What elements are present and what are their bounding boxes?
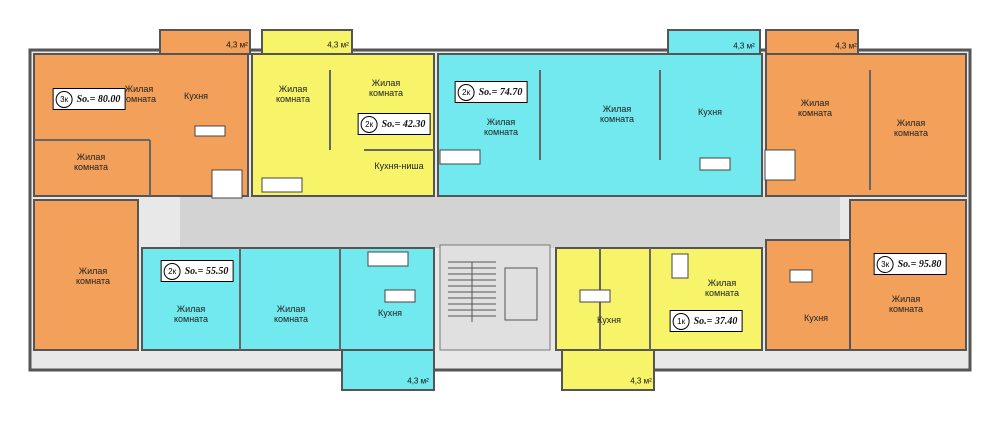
room-label-kitchen-niche: Кухня-ниша [374, 161, 424, 171]
apartment-area: So.= 37.40 [693, 315, 738, 327]
apartment-badge-1k-37: 1к So.= 37.40 [669, 310, 743, 332]
room-label-kitchen: Кухня [377, 308, 403, 318]
corridor [180, 196, 840, 248]
room-label-living: Жилая комната [483, 117, 519, 137]
room-label-living: Жилая комната [704, 278, 740, 298]
fixtures [194, 125, 813, 303]
room-label-living: Жилая комната [368, 78, 404, 98]
room-count-icon: 2к [360, 115, 378, 133]
apartment-badge-3k-95: 3к So.= 95.80 [873, 253, 947, 275]
room-label-kitchen: Кухня [596, 315, 622, 325]
room-label-living: Жилая комната [121, 84, 157, 104]
apartment-badge-3k-80: 3к So.= 80.00 [52, 88, 126, 110]
room-label-living: Жилая комната [599, 104, 635, 124]
room-count-icon: 3к [876, 255, 894, 273]
apartment-area: So.= 74.70 [478, 86, 523, 98]
apartment-area: So.= 42.30 [381, 118, 426, 130]
apartment-badge-2k-42: 2к So.= 42.30 [357, 113, 431, 135]
room-count-icon: 3к [55, 90, 73, 108]
apartment-area: So.= 55.50 [184, 265, 229, 277]
balcony-area-label: 4,3 м² [630, 376, 652, 386]
room-count-icon: 2к [163, 262, 181, 280]
apartment-3k-80 [33, 29, 251, 351]
room-label-living: Жилая комната [888, 294, 924, 314]
stairs [448, 261, 538, 322]
apartment-badge-2k-55: 2к So.= 55.50 [160, 260, 234, 282]
room-label-living: Жилая комната [75, 266, 111, 286]
room-label-living: Жилая комната [275, 84, 311, 104]
apartment-3k-95 [765, 29, 967, 351]
apartment-area: So.= 95.80 [897, 258, 942, 270]
room-count-icon: 2к [457, 83, 475, 101]
balcony-area-label: 4,3 м² [835, 41, 857, 51]
room-label-living: Жилая комната [893, 118, 929, 138]
room-label-kitchen: Кухня [183, 91, 209, 101]
balcony-area-label: 4,3 м² [733, 41, 755, 51]
apartment-area: So.= 80.00 [76, 93, 121, 105]
room-label-living: Жилая комната [273, 304, 309, 324]
balcony-area-label: 4,3 м² [327, 40, 349, 50]
room-label-kitchen: Кухня [697, 107, 723, 117]
apartment-2k-74 [437, 29, 763, 197]
balcony-area-label: 4,3 м² [226, 40, 248, 50]
apartment-badge-2k-74: 2к So.= 74.70 [454, 81, 528, 103]
room-label-living: Жилая комната [173, 304, 209, 324]
room-label-living: Жилая комната [797, 98, 833, 118]
room-count-icon: 1к [672, 312, 690, 330]
balcony-area-label: 4,3 м² [407, 376, 429, 386]
room-label-kitchen: Кухня [803, 313, 829, 323]
room-label-living: Жилая комната [73, 152, 109, 172]
